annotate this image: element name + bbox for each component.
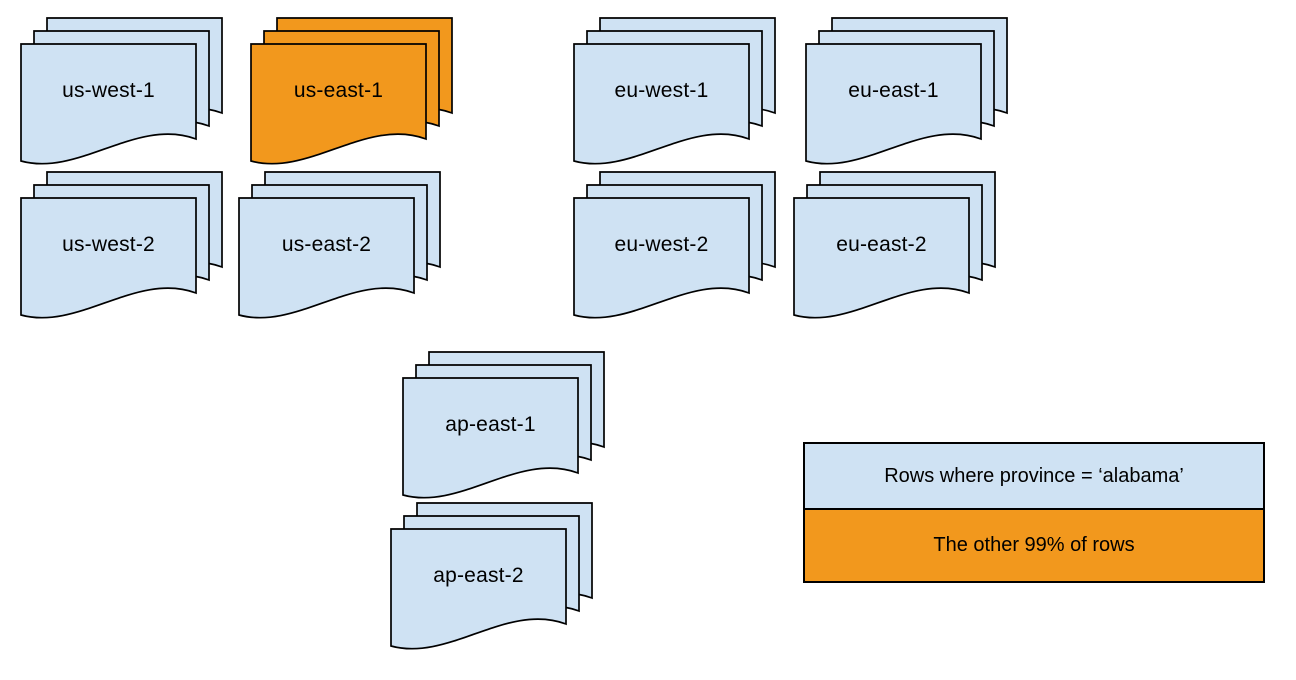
region-label: us-east-1 bbox=[293, 79, 384, 102]
region-label: eu-west-2 bbox=[614, 233, 709, 256]
doc-stack-eu-west-1: eu-west-1 bbox=[573, 17, 776, 168]
doc-stack-ap-east-2: ap-east-2 bbox=[390, 502, 593, 653]
doc-stack-ap-east-1: ap-east-1 bbox=[402, 351, 605, 502]
region-label: ap-east-1 bbox=[445, 413, 536, 436]
region-label: us-west-1 bbox=[62, 79, 155, 102]
legend: Rows where province = ‘alabama’ The othe… bbox=[803, 442, 1265, 583]
doc-stack-us-west-2: us-west-2 bbox=[20, 171, 223, 322]
doc-stack-eu-east-1: eu-east-1 bbox=[805, 17, 1008, 168]
doc-stack-us-east-1: us-east-1 bbox=[250, 17, 453, 168]
region-label: us-west-2 bbox=[62, 233, 155, 256]
region-label: eu-east-1 bbox=[848, 79, 939, 102]
region-label: us-east-2 bbox=[281, 233, 372, 256]
region-label: eu-east-2 bbox=[836, 233, 927, 256]
doc-stack-us-west-1: us-west-1 bbox=[20, 17, 223, 168]
region-label: eu-west-1 bbox=[614, 79, 709, 102]
legend-item-other-rows: The other 99% of rows bbox=[805, 510, 1263, 581]
doc-stack-eu-west-2: eu-west-2 bbox=[573, 171, 776, 322]
doc-stack-eu-east-2: eu-east-2 bbox=[793, 171, 996, 322]
region-label: ap-east-2 bbox=[433, 564, 524, 587]
legend-item-province-rows: Rows where province = ‘alabama’ bbox=[805, 444, 1263, 510]
doc-stack-us-east-2: us-east-2 bbox=[238, 171, 441, 322]
